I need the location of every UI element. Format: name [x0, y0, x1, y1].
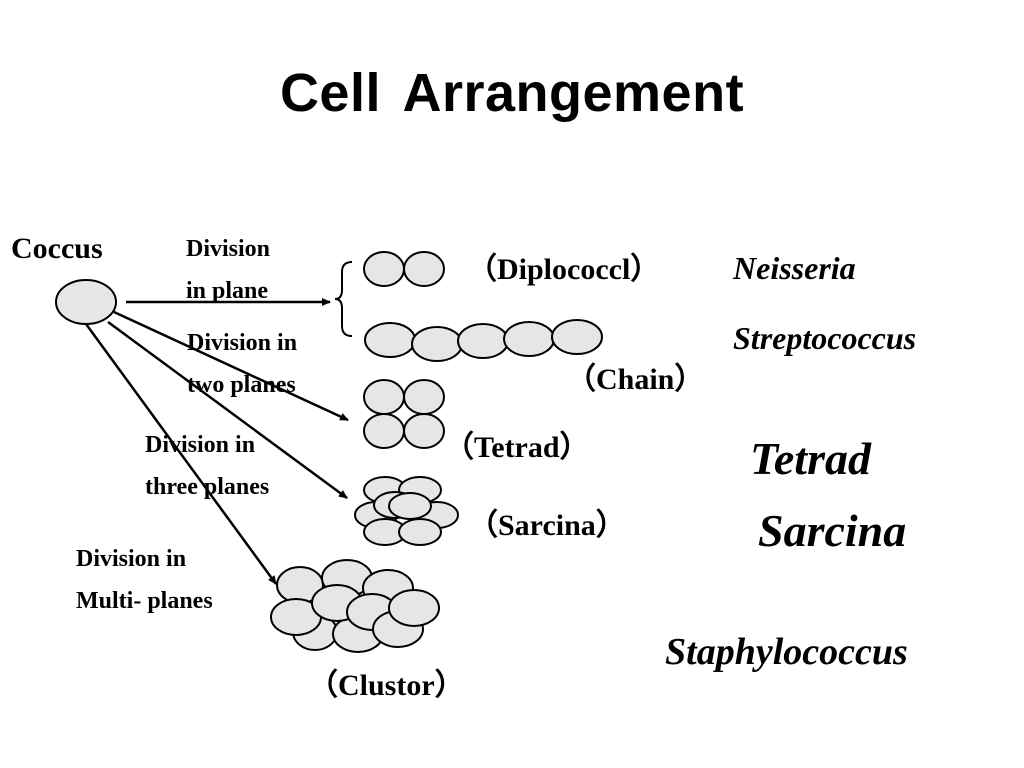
clustor-label: （Clustor）: [308, 669, 465, 702]
division-one-plane-line1: Division: [186, 236, 271, 262]
division-multi-planes-line1: Division in: [76, 546, 187, 572]
staphylococcus-label: Staphylococcus: [665, 631, 908, 673]
arrow-three-planes: [107, 320, 348, 500]
coccus-label: Coccus: [11, 232, 103, 265]
cluster-cells: [270, 559, 440, 653]
chain-cells: [364, 319, 603, 362]
division-two-planes-label: Division in two planes: [187, 322, 297, 406]
sarcina-arrangement-label: （Sarcina）: [468, 509, 626, 542]
division-multi-planes-label: Division in Multi- planes: [76, 538, 213, 622]
division-one-plane-label: Division in plane: [186, 228, 270, 312]
diplococci-label: （Diplococcl）: [467, 253, 661, 286]
division-multi-planes-line2: Multi- planes: [76, 588, 213, 614]
tetrad-example-label: Tetrad: [750, 433, 871, 484]
streptococcus-label: Streptococcus: [733, 320, 917, 356]
division-three-planes-line2: three planes: [145, 474, 270, 500]
arrow-multi-planes: [84, 323, 278, 585]
slide-title: Cell Arrangement: [279, 63, 745, 123]
division-three-planes-line1: Division in: [145, 432, 256, 458]
sarcina-cells: [354, 476, 459, 546]
neisseria-label: Neisseria: [733, 250, 856, 286]
sarcina-example-label: Sarcina: [758, 505, 907, 556]
tetrad-arrangement-label: （Tetrad）: [444, 431, 590, 464]
division-three-planes-label: Division in three planes: [145, 424, 269, 508]
diplococci-cells: [363, 251, 445, 287]
division-one-plane-line2: in plane: [186, 278, 269, 304]
division-two-planes-line2: two planes: [187, 372, 296, 398]
brace-bracket: [334, 261, 353, 337]
arrow-two-planes: [113, 310, 349, 422]
chain-label: （Chain）: [566, 363, 705, 396]
coccus-cell: [55, 279, 117, 325]
division-two-planes-line1: Division in: [187, 330, 298, 356]
tetrad-cells: [363, 379, 445, 449]
